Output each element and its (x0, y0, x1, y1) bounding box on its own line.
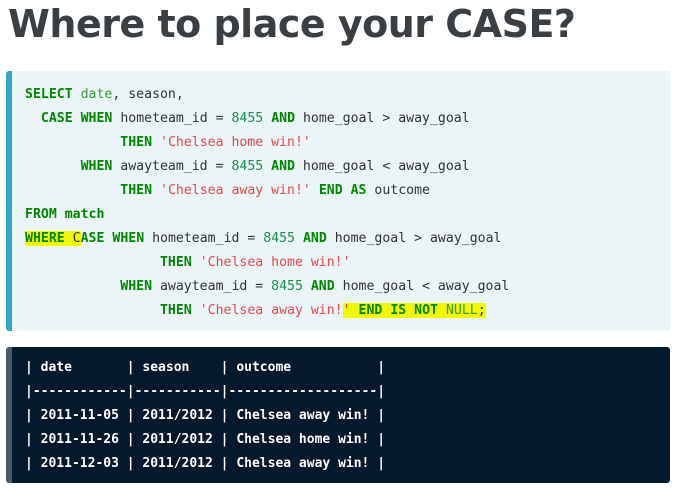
code-token (25, 111, 41, 126)
code-token: 'Chelsea home win!' (160, 135, 311, 150)
code-token: home_goal < away_goal (334, 279, 510, 294)
code-token: 8455 (263, 231, 295, 246)
output-header-row: | date | season | outcome | (25, 360, 386, 375)
code-line: SELECT date, season, (25, 87, 184, 102)
code-line: FROM match (25, 207, 104, 222)
code-token: THEN (120, 135, 153, 150)
code-token: awayteam_id = (112, 159, 232, 174)
code-token: hometeam_id = (144, 231, 264, 246)
code-token (152, 135, 160, 150)
code-token (25, 159, 81, 174)
code-token: END (318, 183, 343, 198)
code-token: NULL (445, 303, 478, 318)
code-line: THEN 'Chelsea home win!' (25, 135, 311, 150)
code-token: WHEN (80, 111, 113, 126)
output-separator-row: |------------|-----------|--------------… (25, 384, 386, 399)
code-token: 8455 (231, 159, 264, 174)
code-token: CASE (40, 111, 73, 126)
code-token: date (80, 87, 113, 102)
code-token (343, 183, 351, 198)
code-token: THEN (120, 183, 153, 198)
code-token: NOT (414, 303, 438, 318)
code-token (57, 207, 65, 222)
code-token (406, 303, 415, 318)
code-token: 'Chelsea away win!' (160, 183, 311, 198)
code-token (25, 303, 160, 318)
code-token (350, 303, 359, 318)
code-token (152, 183, 160, 198)
slide-title: Where to place your CASE? (8, 2, 576, 46)
query-output-block: | date | season | outcome | |-----------… (6, 347, 670, 483)
code-token: WHEN (80, 159, 113, 174)
code-token: home_goal > away_goal (326, 231, 502, 246)
code-line: THEN 'Chelsea home win!' (25, 255, 351, 270)
code-line: WHEN awayteam_id = 8455 AND home_goal < … (25, 159, 470, 174)
code-token: match (64, 207, 105, 222)
code-token: 8455 (231, 111, 264, 126)
code-line: THEN 'Chelsea away win!' END AS outcome (25, 183, 430, 198)
code-line: WHERE CASE WHEN hometeam_id = 8455 AND h… (25, 231, 501, 246)
code-token: , season, (112, 87, 184, 102)
code-token: home_goal < away_goal (294, 159, 470, 174)
code-token: ; (477, 303, 486, 318)
code-token: AND (310, 279, 335, 294)
code-token (295, 231, 303, 246)
output-row: | 2011-11-05 | 2011/2012 | Chelsea away … (25, 408, 386, 423)
code-token (25, 255, 160, 270)
code-token: 'Chelsea home win!' (199, 255, 351, 270)
query-output: | date | season | outcome | |-----------… (25, 356, 385, 476)
code-token: 'Chelsea away win! (199, 303, 343, 318)
code-token: hometeam_id = (112, 111, 232, 126)
code-token (192, 255, 200, 270)
code-token: AND (302, 231, 327, 246)
code-token: SELECT (25, 87, 73, 102)
code-token (25, 135, 120, 150)
code-token: END (358, 303, 383, 318)
output-row: | 2011-12-03 | 2011/2012 | Chelsea away … (25, 456, 386, 471)
code-token (25, 279, 120, 294)
code-token (382, 303, 391, 318)
code-token: AND (271, 111, 296, 126)
code-token: THEN (159, 303, 192, 318)
code-token: AND (271, 159, 295, 174)
code-token: ASE (80, 231, 105, 246)
code-token: awayteam_id = (152, 279, 272, 294)
code-token: C (64, 231, 81, 246)
code-token (73, 111, 81, 126)
code-token: FROM (25, 207, 57, 222)
code-token: 8455 (271, 279, 303, 294)
code-token (437, 303, 446, 318)
output-row: | 2011-11-26 | 2011/2012 | Chelsea home … (25, 432, 386, 447)
code-token: home_goal > away_goal (295, 111, 470, 126)
code-line: THEN 'Chelsea away win!' END IS NOT NULL… (25, 303, 486, 318)
code-token: WHERE (25, 231, 65, 246)
code-line: WHEN awayteam_id = 8455 AND home_goal < … (25, 279, 509, 294)
code-token: THEN (159, 255, 192, 270)
code-token: WHEN (112, 231, 145, 246)
code-token: IS (390, 303, 407, 318)
code-token (25, 183, 120, 198)
code-token: ' (342, 303, 351, 318)
code-token (303, 279, 311, 294)
code-token (263, 159, 271, 174)
code-token (311, 183, 319, 198)
code-line: CASE WHEN hometeam_id = 8455 AND home_go… (25, 111, 470, 126)
code-token: WHEN (120, 279, 153, 294)
sql-code: SELECT date, season, CASE WHEN hometeam_… (25, 83, 509, 323)
code-token: outcome (366, 183, 431, 198)
code-token (263, 111, 271, 126)
code-token (73, 87, 81, 102)
code-token (192, 303, 200, 318)
sql-code-block: SELECT date, season, CASE WHEN hometeam_… (6, 71, 670, 331)
code-token: AS (350, 183, 367, 198)
